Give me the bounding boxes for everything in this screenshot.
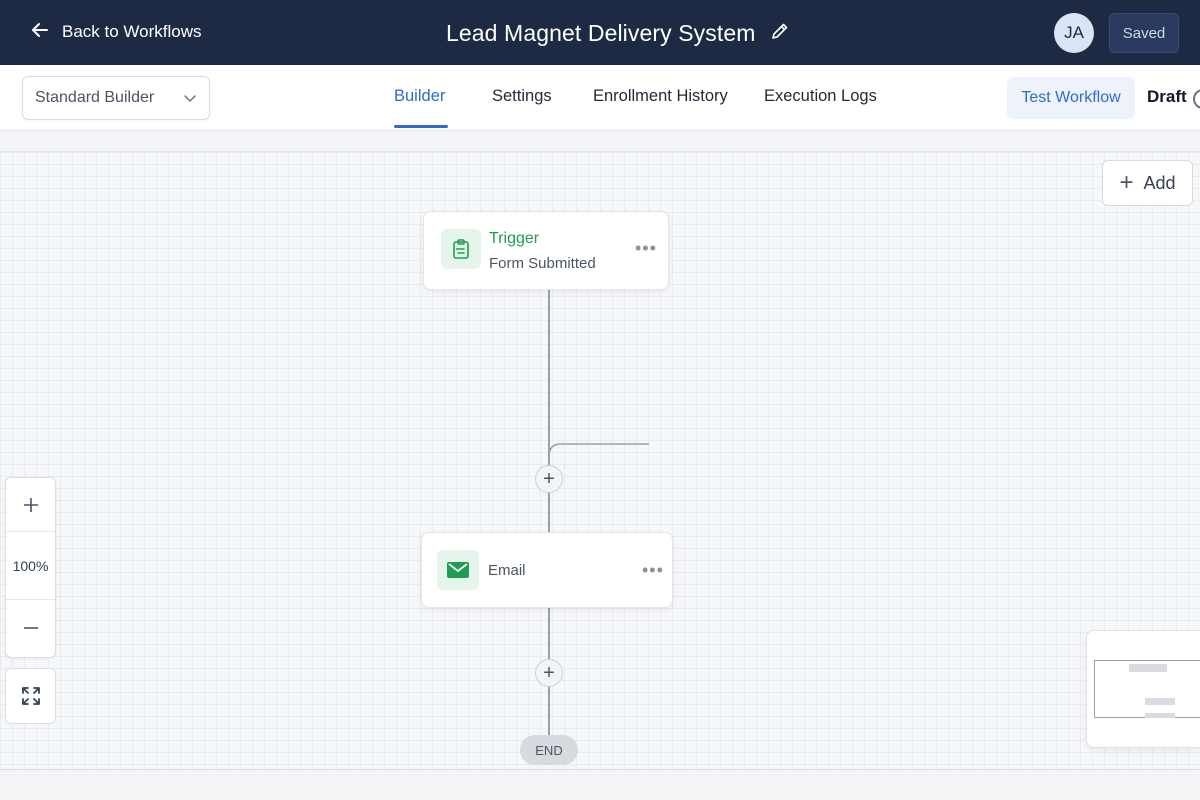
chevron-down-icon	[183, 91, 197, 105]
add-step-button[interactable]: +	[535, 659, 563, 687]
tab-enrollment-history[interactable]: Enrollment History	[593, 87, 728, 105]
connector-line	[548, 686, 550, 736]
email-action-node[interactable]: Email •••	[421, 532, 673, 608]
minus-icon	[23, 627, 38, 629]
connector-line	[548, 608, 550, 659]
trigger-subtitle: Form Submitted	[489, 255, 596, 272]
tab-execution-logs[interactable]: Execution Logs	[764, 87, 877, 105]
add-step-button[interactable]: +	[535, 465, 563, 493]
workflow-title-group: Lead Magnet Delivery System	[446, 17, 790, 49]
zoom-controls: 100%	[5, 477, 56, 658]
back-label: Back to Workflows	[62, 22, 202, 41]
connector-line	[548, 290, 550, 465]
plus-icon: +	[543, 662, 555, 684]
add-button[interactable]: + Add	[1102, 160, 1193, 206]
clipboard-list-icon	[441, 229, 481, 269]
builder-mode-value: Standard Builder	[35, 89, 155, 106]
active-tab-indicator	[394, 125, 448, 128]
minimap-viewport	[1094, 660, 1200, 718]
trigger-node[interactable]: Trigger Form Submitted •••	[423, 211, 669, 290]
saved-button[interactable]: Saved	[1109, 13, 1179, 53]
sub-navigation: Standard Builder Builder Settings Enroll…	[0, 65, 1200, 131]
branch-connector	[548, 443, 649, 466]
minimap[interactable]	[1086, 630, 1200, 748]
email-node-title: Email	[488, 562, 526, 579]
trigger-title: Trigger	[489, 230, 540, 247]
plus-icon: +	[543, 468, 555, 490]
zoom-out-button[interactable]	[6, 601, 55, 655]
bottom-strip	[0, 769, 1200, 800]
plus-icon: +	[1119, 169, 1134, 196]
more-options-icon[interactable]: •••	[635, 238, 657, 258]
top-bar: Back to Workflows Lead Magnet Delivery S…	[0, 0, 1200, 65]
expand-icon	[21, 687, 40, 705]
minimap-node	[1145, 713, 1175, 718]
fit-to-screen-button[interactable]	[5, 668, 56, 724]
tab-settings[interactable]: Settings	[492, 87, 552, 105]
pencil-icon[interactable]	[770, 21, 790, 46]
tab-builder[interactable]: Builder	[394, 87, 446, 105]
test-workflow-button[interactable]: Test Workflow	[1007, 77, 1135, 119]
minimap-node	[1145, 698, 1175, 705]
builder-mode-select[interactable]: Standard Builder	[22, 76, 210, 120]
publish-toggle[interactable]	[1193, 89, 1200, 109]
minimap-node	[1129, 664, 1167, 672]
envelope-icon	[437, 550, 479, 590]
plus-icon	[23, 497, 38, 512]
zoom-in-button[interactable]	[6, 478, 55, 532]
back-to-workflows-link[interactable]: Back to Workflows	[30, 20, 202, 44]
workflow-title: Lead Magnet Delivery System	[446, 19, 756, 46]
connector-line	[548, 492, 550, 532]
avatar[interactable]: JA	[1054, 13, 1094, 53]
arrow-left-icon	[30, 20, 50, 45]
add-label: Add	[1143, 172, 1176, 193]
more-options-icon[interactable]: •••	[642, 560, 664, 580]
status-label: Draft	[1147, 87, 1187, 106]
end-node: END	[520, 735, 578, 765]
zoom-level: 100%	[6, 533, 55, 600]
